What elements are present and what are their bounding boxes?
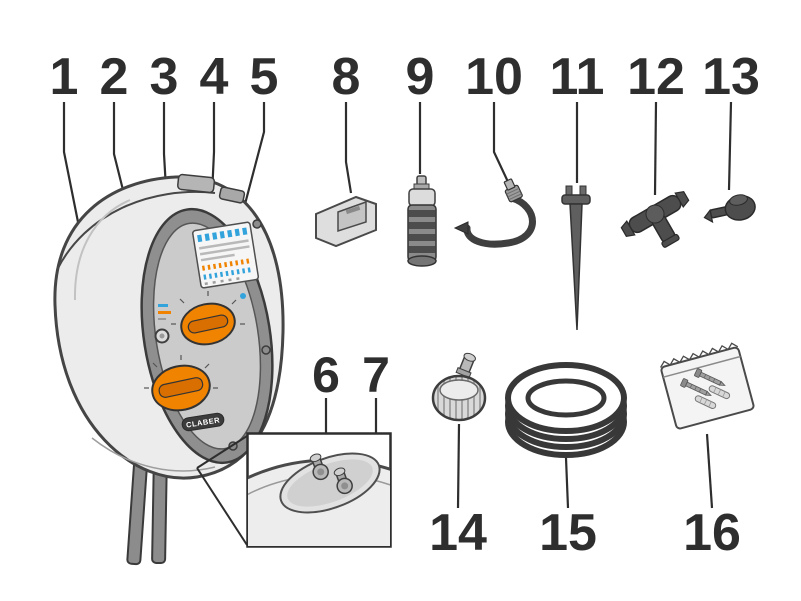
screw-two — [694, 368, 726, 386]
panel-micro-markings — [158, 293, 246, 320]
case-screws — [228, 219, 271, 451]
detail-inset — [196, 432, 392, 548]
wall-plug-two — [708, 385, 731, 400]
upper-dial — [171, 291, 245, 346]
upper-dial-ticks — [171, 291, 245, 325]
lower-dial-ticks — [144, 355, 218, 389]
leader-line-13 — [727, 101, 733, 191]
display-blue-scale — [203, 267, 251, 280]
callout-label-4: 4 — [200, 48, 229, 106]
callout-label-16: 16 — [683, 504, 741, 562]
inset-content — [248, 452, 390, 546]
leader-line-14 — [456, 423, 461, 509]
callout-label-9: 9 — [406, 48, 435, 106]
controller-illustration: CLABER — [53, 173, 285, 566]
program-display — [192, 221, 260, 289]
wall-plug-one — [694, 395, 717, 410]
part-wall-bracket — [315, 195, 377, 248]
top-latch — [177, 173, 246, 204]
part-inline-filter — [407, 175, 437, 267]
outlet-recess — [279, 452, 381, 514]
callout-label-11: 11 — [550, 48, 605, 106]
part-tee-connector — [620, 191, 690, 248]
outlet-connector-one — [309, 453, 329, 481]
leader-line-1 — [62, 102, 84, 243]
part-tap-connector — [431, 352, 487, 422]
display-day-bars — [197, 227, 248, 243]
callout-label-12: 12 — [627, 48, 685, 106]
shell-lid-seam — [56, 191, 216, 271]
callout-labels: 1 2 3 4 5 8 9 10 11 12 13 6 7 14 15 16 — [50, 48, 760, 562]
part-support-stake — [561, 185, 591, 331]
controller-legs — [126, 450, 168, 566]
outlet-connector-two — [333, 467, 353, 495]
callout-label-3: 3 — [150, 48, 179, 106]
inset-wedge-top — [196, 435, 248, 469]
leader-line-12 — [653, 101, 658, 196]
part-end-connector — [703, 194, 756, 224]
display-orange-scale — [201, 258, 250, 271]
leader-line-8 — [344, 102, 353, 194]
callout-label-8: 8 — [332, 48, 361, 106]
manual-button — [154, 328, 170, 344]
callout-label-5: 5 — [250, 48, 279, 106]
callout-label-1: 1 — [50, 48, 79, 106]
callout-label-2: 2 — [100, 48, 129, 106]
brand-badge: CLABER — [181, 412, 225, 432]
lower-dial — [144, 355, 218, 412]
leader-line-15 — [564, 457, 570, 509]
callout-label-14: 14 — [429, 504, 487, 562]
part-screw-kit — [660, 342, 755, 430]
shell-highlight — [73, 199, 131, 301]
callout-label-7: 7 — [362, 347, 390, 403]
callout-label-10: 10 — [465, 48, 523, 106]
leader-line-16 — [705, 433, 714, 509]
callout-label-6: 6 — [312, 347, 340, 403]
tap-connector-nozzle — [455, 352, 476, 379]
part-tube-coil — [505, 362, 627, 458]
callout-label-13: 13 — [702, 48, 760, 106]
feed-tube-fitting — [503, 178, 523, 203]
leader-line-10 — [492, 102, 510, 185]
callout-label-15: 15 — [539, 504, 597, 562]
inset-wedge-bottom — [196, 467, 248, 546]
screw-one — [680, 378, 712, 396]
shell-base-seam — [91, 437, 216, 472]
part-feed-tube — [453, 178, 536, 248]
